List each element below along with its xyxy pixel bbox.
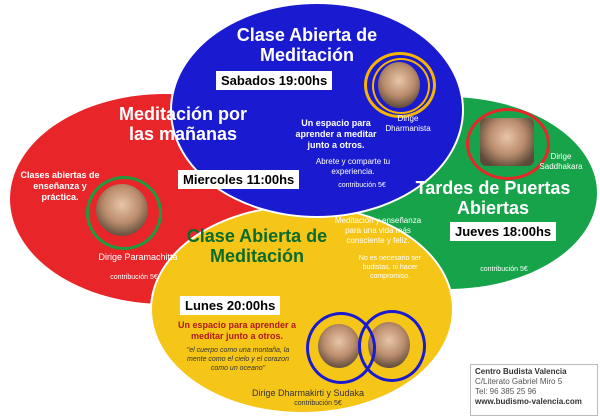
green-contrib: contribución 5€ (480, 266, 528, 273)
yellow-teacher: Dirige Dharmakirti y Sudaka (251, 388, 365, 398)
blue-sub: Abrete y comparte tu experiencia. (315, 157, 391, 176)
green-red-scribble (466, 108, 550, 180)
yellow-contrib: contribución 5€ (294, 400, 342, 407)
center-phone: Tel: 96 385 25 96 (475, 387, 537, 396)
green-time: Jueves 18:00hs (450, 222, 557, 241)
red-contrib: contribución 5€ (110, 274, 158, 281)
blue-contrib: contribución 5€ (338, 182, 386, 189)
red-teacher: Dirige Paramachitta (98, 252, 178, 262)
blue-desc: Un espacio para aprender a meditar junto… (295, 118, 377, 150)
green-teacher: Dirige Saddhakara (539, 152, 583, 171)
blue-title: Clase Abierta de Meditación (236, 25, 378, 65)
yellow-desc: Un espacio para aprender a meditar junto… (177, 320, 297, 341)
yellow-blue-scribble-2 (358, 310, 426, 382)
yellow-title: Clase Abierta de Meditación (186, 226, 328, 266)
blue-time: Sabados 19:00hs (216, 71, 333, 90)
green-desc: Meditación y enseñanza para una vida más… (334, 216, 422, 245)
blue-teacher: Dirige Dharmanista (385, 114, 431, 133)
center-name: Centro Budista Valencia (475, 367, 567, 376)
contact-info-box: Centro Budista Valencia C/Literato Gabri… (470, 364, 598, 416)
center-address: C/Literato Gabriel Miro 5 (475, 377, 563, 386)
blue-yellow-scribble (364, 52, 436, 118)
yellow-time: Lunes 20:00hs (180, 296, 281, 315)
red-desc: Clases abiertas de enseñanza y práctica. (20, 170, 100, 202)
yellow-quote: "el cuerpo como una montaña, la mente co… (186, 347, 290, 372)
center-website[interactable]: www.budismo-valencia.com (475, 397, 582, 406)
red-title: Meditación por las mañanas (118, 104, 247, 144)
blue-yellow-scribble-2 (372, 58, 430, 114)
green-sub: No es necesario ser budistas, ni hacer c… (358, 255, 422, 280)
red-green-scribble (86, 176, 162, 250)
red-time: Miercoles 11:00hs (178, 170, 300, 189)
green-title: Tardes de Puertas Abiertas (415, 178, 571, 218)
